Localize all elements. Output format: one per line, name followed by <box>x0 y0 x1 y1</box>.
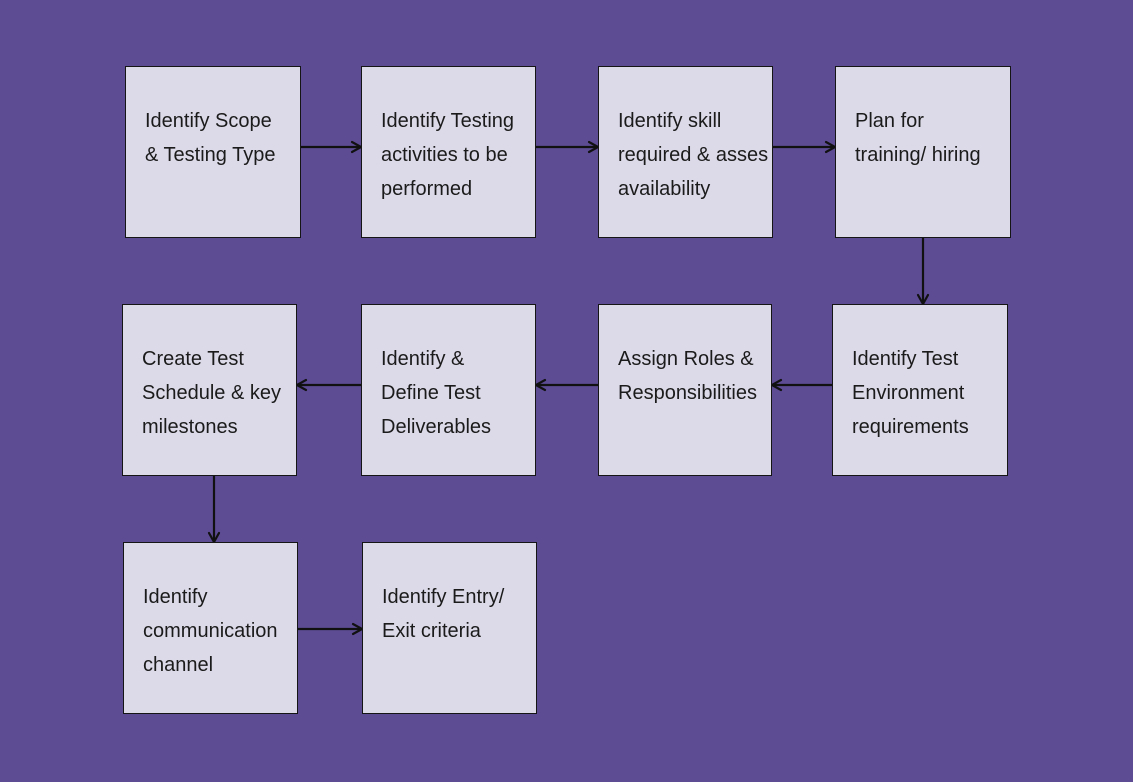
flow-node-label-line: Identify Test <box>852 348 959 370</box>
flow-node-label-line: Identify skill <box>618 110 722 132</box>
flow-node-label-line: channel <box>143 654 214 676</box>
flow-node-label-line: Responsibilities <box>618 382 757 404</box>
flow-node-label-line: Exit criteria <box>382 620 481 642</box>
flow-node-identify-entry-exit-criteria: Identify Entry/Exit criteria <box>362 542 537 714</box>
flow-node-plan-training-hiring: Plan for training/ hiring <box>835 66 1011 238</box>
flow-node-label-line: Identify & <box>381 348 465 370</box>
flow-node-label-line: activities to be <box>381 144 508 166</box>
flow-node-identify-scope-testing-type: Identify Scope & Testing Type <box>125 66 301 238</box>
flow-node-label-line: Identify <box>143 586 208 608</box>
flow-node-label-line: & Testing Type <box>145 144 276 166</box>
flow-node-label-line: Schedule & key <box>142 382 281 404</box>
flow-node-label-line: Identify Testing <box>381 110 515 132</box>
flow-node-label-line: Assign Roles & <box>618 348 754 370</box>
flow-node-label-line: availability <box>618 178 711 200</box>
flow-node-label-line: Deliverables <box>381 416 492 438</box>
flow-node-label-line: training/ hiring <box>855 144 981 166</box>
flow-node-label-line: milestones <box>142 416 238 438</box>
flow-node-label-line: communication <box>143 620 278 642</box>
flow-node-label-line: performed <box>381 178 473 200</box>
flow-node-label-line: Environment <box>852 382 965 404</box>
flow-node-assign-roles-responsibilities: Assign Roles & Responsibilities <box>598 304 772 476</box>
flow-node-label-line: Plan for <box>855 110 924 132</box>
flow-node-identify-skill-availability: Identify skill required & asses availabili… <box>598 66 773 238</box>
flow-node-label-line: Identify Entry/ <box>382 586 505 608</box>
flow-node-label-line: Create Test <box>142 348 244 370</box>
flow-node-label-line: requirements <box>852 416 969 438</box>
flow-node-label-line: Define Test <box>381 382 481 404</box>
flow-node-label-line: required & asses <box>618 144 769 166</box>
flow-node-identify-testing-activities: Identify Testing activities to be performe… <box>361 66 536 238</box>
flow-node-identify-communication-channel: Identify communication channel <box>123 542 298 714</box>
flow-node-label-line: Identify Scope <box>145 110 272 132</box>
